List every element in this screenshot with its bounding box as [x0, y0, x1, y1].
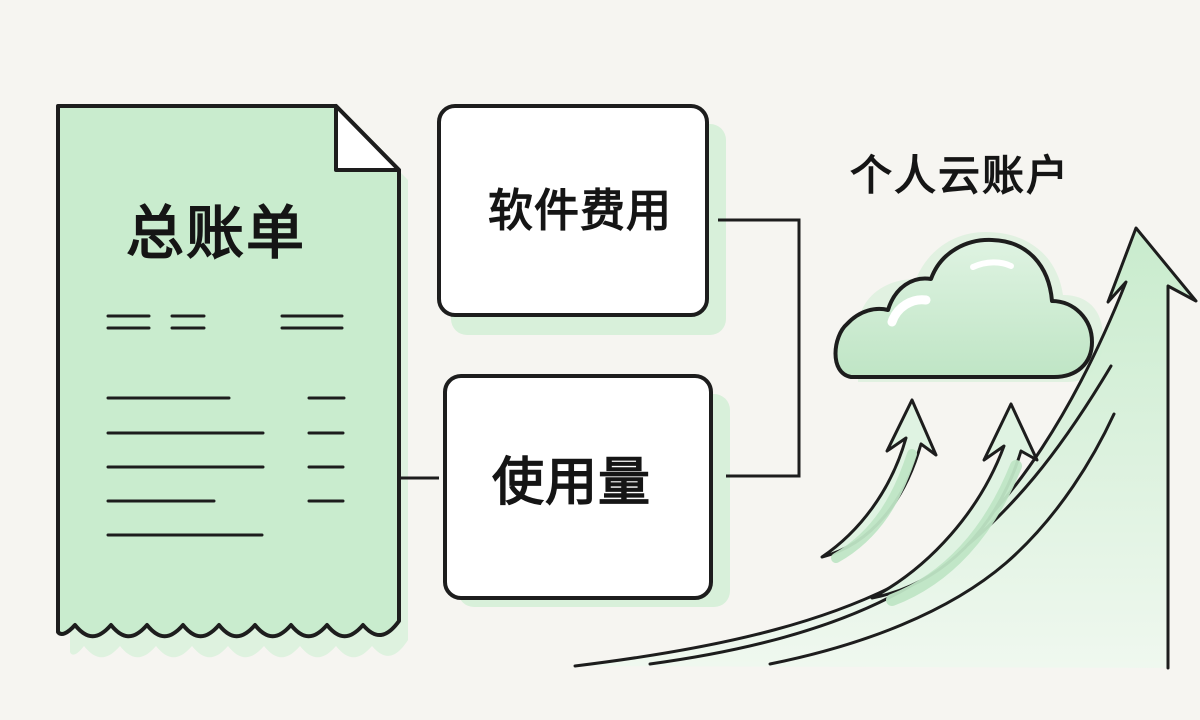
receipt-body — [56, 104, 401, 639]
cloud-highlight-small — [970, 259, 1014, 270]
small-arrow-right-tail — [886, 460, 1022, 606]
usage-label: 使用量 — [492, 453, 652, 513]
usage-box — [443, 374, 730, 607]
receipt-icon — [56, 104, 408, 658]
usage-box-frame — [443, 374, 713, 600]
small-arrow-left-tail — [831, 449, 917, 563]
connector-lines — [399, 218, 801, 480]
software-fee-box-frame — [437, 104, 709, 317]
cloud-highlight-large — [887, 295, 931, 327]
upward-arrow-icon — [573, 226, 1198, 670]
receipt-lines — [106, 314, 346, 537]
bill-title: 总账单 — [126, 199, 307, 267]
rising-growth-band — [575, 228, 1196, 668]
small-arrow-left-fill — [820, 398, 938, 559]
rising-trail-inner-2 — [768, 412, 1116, 666]
cloud-account-label: 个人云账户 — [850, 151, 1071, 200]
software-fee-label: 软件费用 — [488, 184, 673, 237]
cloud-body — [833, 237, 1094, 379]
boxes-bracket-connector — [718, 218, 801, 478]
software-fee-box — [437, 104, 726, 335]
cloud-icon — [833, 232, 1103, 382]
receipt-fold — [334, 104, 401, 172]
